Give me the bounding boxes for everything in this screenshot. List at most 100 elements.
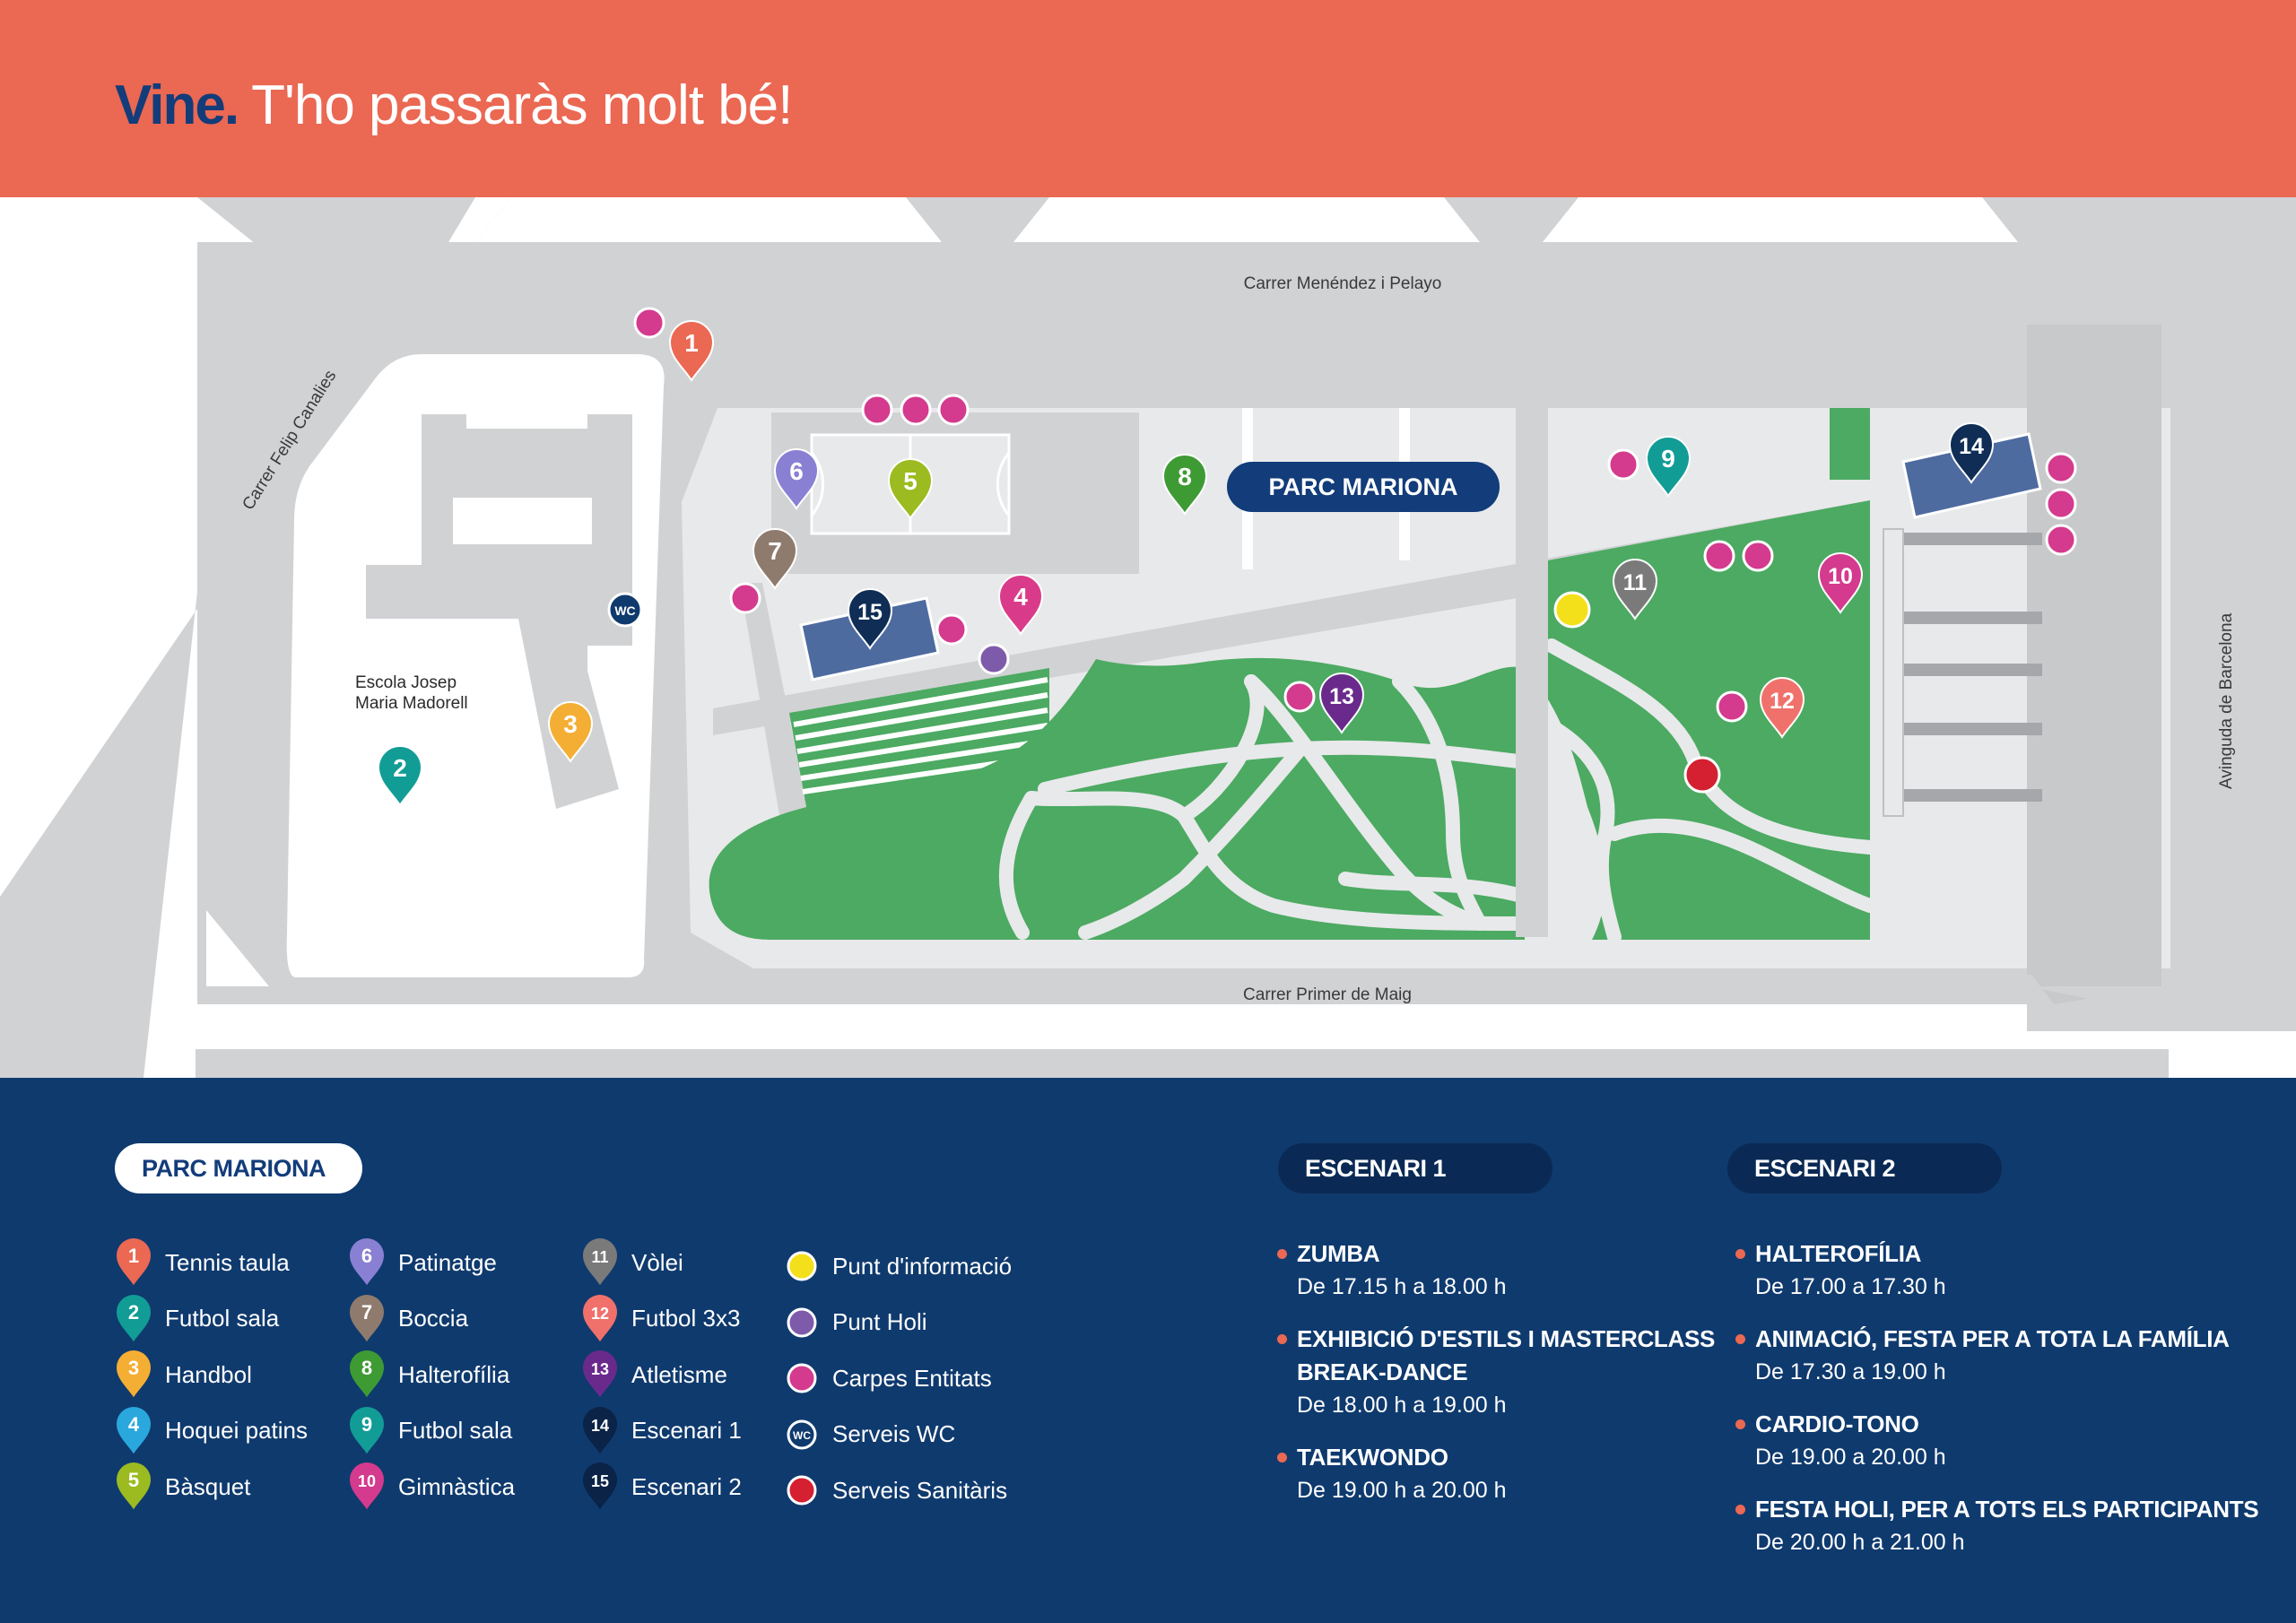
marker-number: 11 (1623, 570, 1648, 595)
pin-icon: 8 (350, 1350, 384, 1398)
pin-icon: 5 (117, 1462, 151, 1510)
legend-label: Atletisme (631, 1360, 727, 1388)
marker-number: 12 (1770, 689, 1795, 714)
stage-2-schedule: HALTEROFÍLIA De 17.00 a 17.30 h ANIMACIÓ, … (1735, 1237, 2274, 1578)
schedule-event: ZUMBA De 17.15 h a 18.00 h (1277, 1237, 1717, 1303)
marker-escenari-2[interactable]: 15 (847, 588, 893, 650)
legend-service: Carpes Entitats (784, 1357, 992, 1400)
marker-handbol[interactable]: 3 (547, 701, 594, 763)
legend-label: Hoquei patins (165, 1417, 308, 1444)
marker-gimnastica[interactable]: 10 (1817, 552, 1864, 614)
legend-label: Escenari 2 (631, 1472, 742, 1500)
tent-icon (1703, 540, 1735, 572)
event-time: De 17.30 a 19.00 h (1755, 1359, 1946, 1384)
park-paths (998, 638, 1877, 944)
legend-service: Punt d'informació (784, 1245, 1012, 1288)
marker-boccia[interactable]: 7 (752, 528, 798, 590)
marker-volei[interactable]: 11 (1612, 559, 1658, 621)
pin-icon: 10 (350, 1462, 384, 1510)
marker-halterofilia[interactable]: 8 (1161, 454, 1208, 516)
legend-label: Futbol 3x3 (631, 1305, 741, 1332)
tent-icon (633, 307, 665, 339)
tent-icon (861, 394, 893, 426)
marker-futbol-sala[interactable]: 2 (377, 745, 423, 807)
legend-service: Punt Holi (784, 1301, 927, 1344)
legend-number: 15 (591, 1472, 609, 1490)
pin-icon: 11 (583, 1238, 617, 1286)
legend-number: 10 (358, 1472, 376, 1490)
pin-icon: 6 (350, 1238, 384, 1286)
legend-label: Futbol sala (165, 1305, 280, 1332)
legend-number: 1 (128, 1245, 139, 1267)
event-time: De 17.00 a 17.30 h (1755, 1274, 1946, 1299)
park-map: PARC MARIONA Carrer Menéndez i Pelayo Ca… (0, 197, 2296, 1078)
street-north: Carrer Menéndez i Pelayo (1244, 274, 1442, 293)
legend-number: 12 (591, 1305, 609, 1323)
pin-icon (547, 701, 594, 763)
pin-icon: 13 (583, 1350, 617, 1398)
legend-number: 8 (361, 1357, 372, 1379)
legend-service-label: Punt Holi (832, 1308, 927, 1335)
wc-icon (607, 592, 643, 628)
legend-item: 12 Futbol 3x3 (581, 1294, 741, 1341)
marker-tennis-taula[interactable]: 1 (668, 320, 715, 382)
event-time: De 17.15 h a 18.00 h (1297, 1274, 1507, 1299)
legend-label: Handbol (165, 1360, 252, 1388)
legend-service-label: Serveis WC (832, 1420, 956, 1447)
east-sidewalk-edge (2027, 325, 2161, 1004)
wc-icon-label: WC (793, 1429, 811, 1442)
legend-item: 5 Bàsquet (115, 1462, 251, 1510)
legend-label: Vòlei (631, 1248, 683, 1276)
court-arc-right (996, 452, 1011, 516)
pin-icon: 1 (117, 1238, 151, 1286)
corner-se (2027, 986, 2161, 1013)
medical-icon (787, 1475, 817, 1506)
street-south: Carrer Primer de Maig (1243, 985, 1412, 1004)
event-time: De 19.00 h a 20.00 h (1297, 1478, 1507, 1503)
marker-escenari-1[interactable]: 14 (1948, 422, 1995, 484)
east-rows (1903, 533, 2042, 802)
marker-number: 10 (1828, 564, 1853, 589)
legend-label: Tennis taula (165, 1248, 290, 1276)
legend-label: Bàsquet (165, 1472, 251, 1500)
street-east: Avinguda de Barcelona (2217, 612, 2236, 789)
green-strip-ne (1830, 408, 1870, 480)
marker-futbol-sala-2[interactable]: 9 (1645, 436, 1692, 498)
tent-icon (729, 582, 761, 614)
marker-number: 1 (684, 329, 699, 357)
legend-number: 11 (591, 1248, 608, 1266)
holi-point-icon (787, 1307, 817, 1337)
legend-item: 1 Tennis taula (115, 1238, 290, 1286)
title-rest: T'ho passaràs molt bé! (238, 74, 793, 136)
marker-patinatge[interactable]: 6 (773, 448, 820, 510)
marker-basquet[interactable]: 5 (887, 458, 934, 520)
event-title: ZUMBA (1277, 1237, 1717, 1271)
pin-icon (1318, 673, 1365, 734)
legend-label: Patinatge (398, 1248, 497, 1276)
marker-atletisme[interactable]: 13 (1318, 673, 1365, 734)
school-label-2: Maria Madorell (355, 694, 468, 713)
marker-futbol-3x3[interactable]: 12 (1759, 677, 1805, 739)
school-courtyard (453, 498, 592, 544)
event-title: HALTEROFÍLIA (1735, 1237, 2274, 1271)
info-point-icon (787, 1251, 817, 1281)
marker-number: 4 (1013, 583, 1028, 611)
event-time: De 18.00 h a 19.00 h (1297, 1393, 1507, 1418)
west-strip (740, 583, 807, 820)
info-point-icon (1553, 591, 1591, 629)
legend-service: WC Serveis WC (784, 1413, 955, 1456)
marker-hoquei-patins[interactable]: 4 (997, 574, 1044, 636)
stage-1-title: ESCENARI 1 (1278, 1143, 1552, 1193)
event-title: TAEKWONDO (1277, 1441, 1717, 1474)
legend-service-label: Punt d'informació (832, 1252, 1013, 1280)
tent-icon (2045, 488, 2077, 520)
tent-icon (935, 613, 968, 646)
